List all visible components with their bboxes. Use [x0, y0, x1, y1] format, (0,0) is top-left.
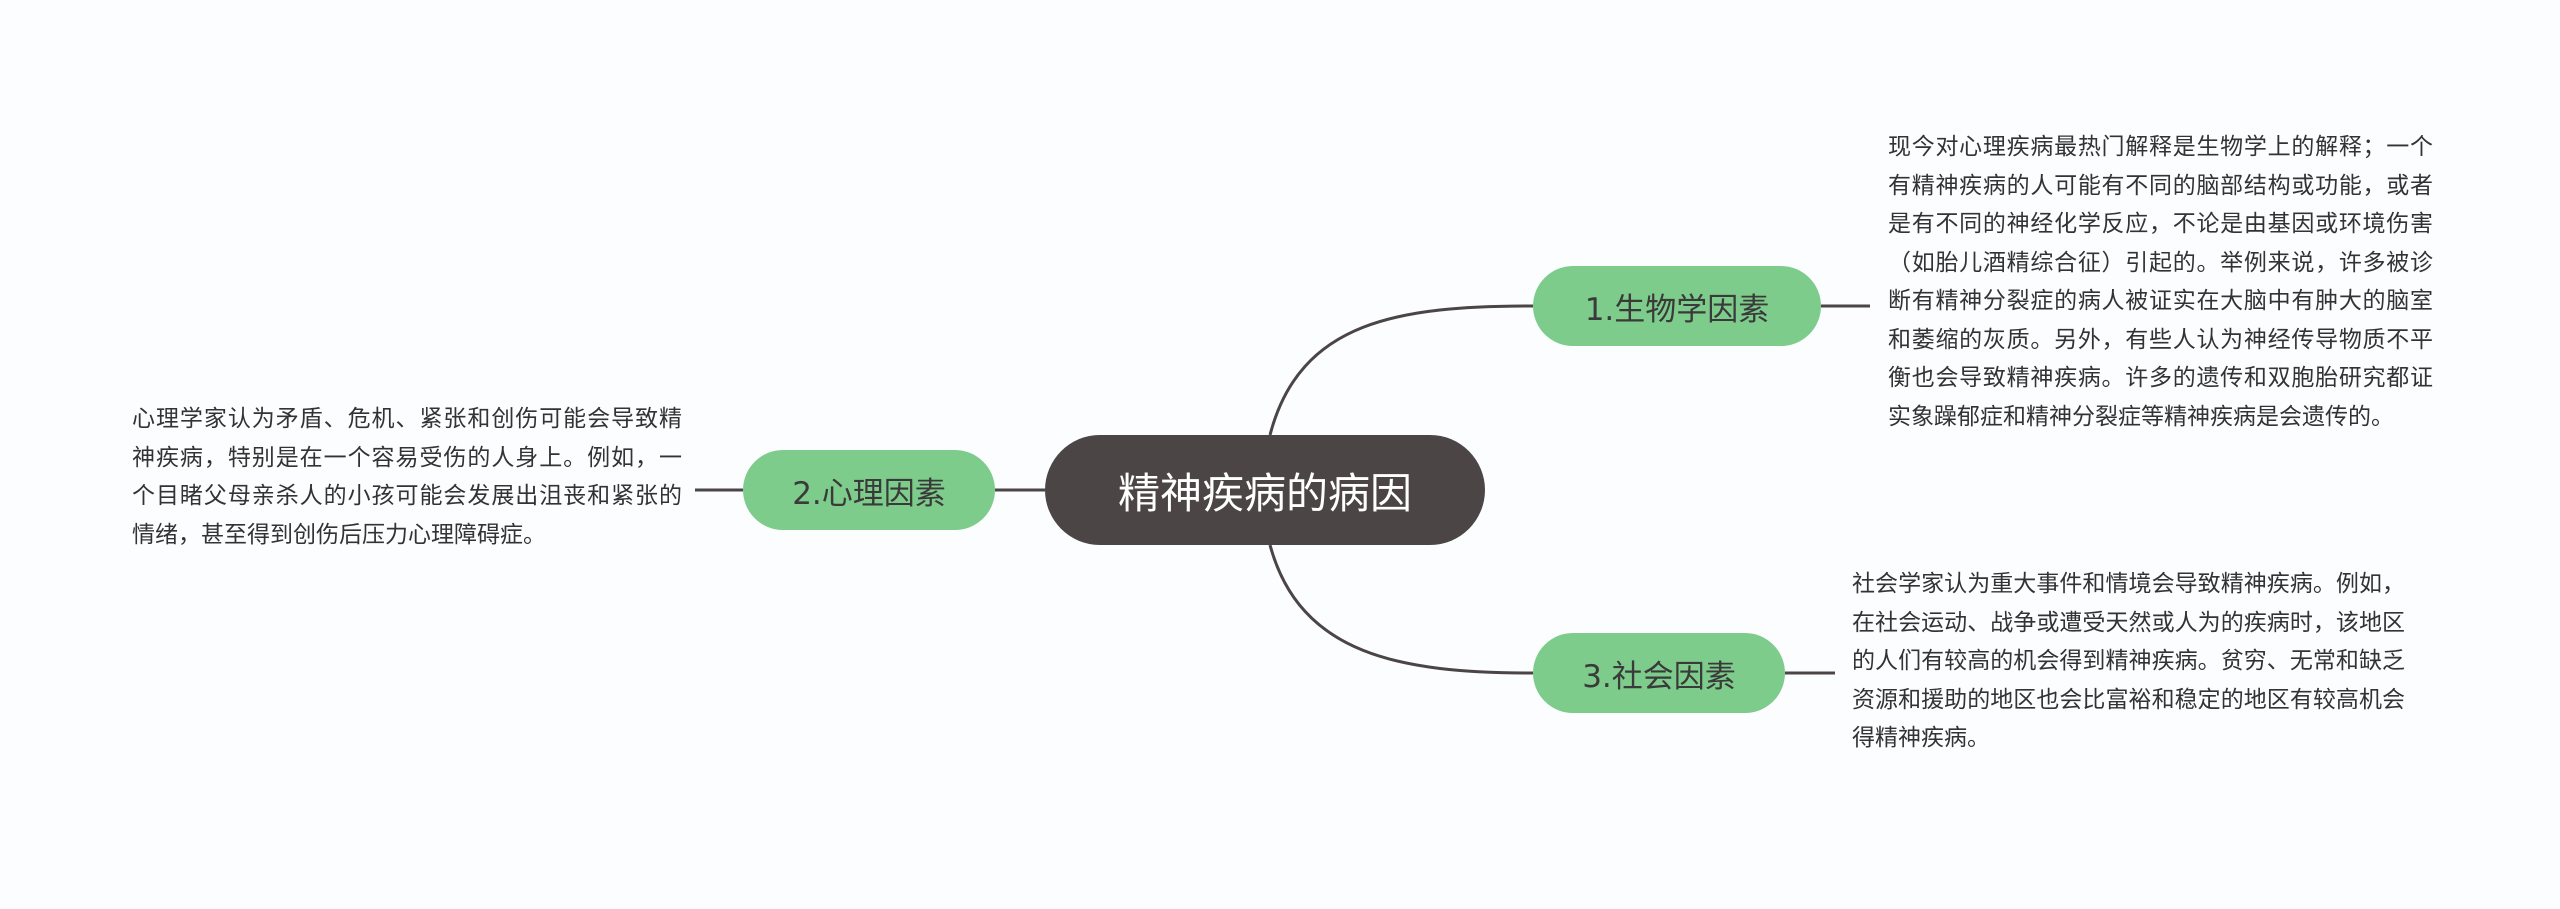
connector-root-to-social	[1268, 544, 1534, 675]
branch-biological-factors[interactable]: 1.生物学因素	[1533, 266, 1821, 346]
branch-psychological-factors[interactable]: 2.心理因素	[743, 450, 995, 530]
connector-root-to-biology	[1268, 304, 1534, 436]
psychological-factors-description: 心理学家认为矛盾、危机、紧张和创伤可能会导致精神疾病，特别是在一个容易受伤的人身…	[132, 406, 682, 548]
branch-social-factors[interactable]: 3.社会因素	[1533, 633, 1785, 713]
biological-factors-description: 现今对心理疾病最热门解释是生物学上的解释；一个有精神疾病的人可能有不同的脑部结构…	[1888, 134, 2433, 430]
social-factors-description: 社会学家认为重大事件和情境会导致精神疾病。例如，在社会运动、战争或遭受天然或人为…	[1852, 571, 2405, 751]
root-topic[interactable]: 精神疾病的病因	[1045, 435, 1485, 545]
